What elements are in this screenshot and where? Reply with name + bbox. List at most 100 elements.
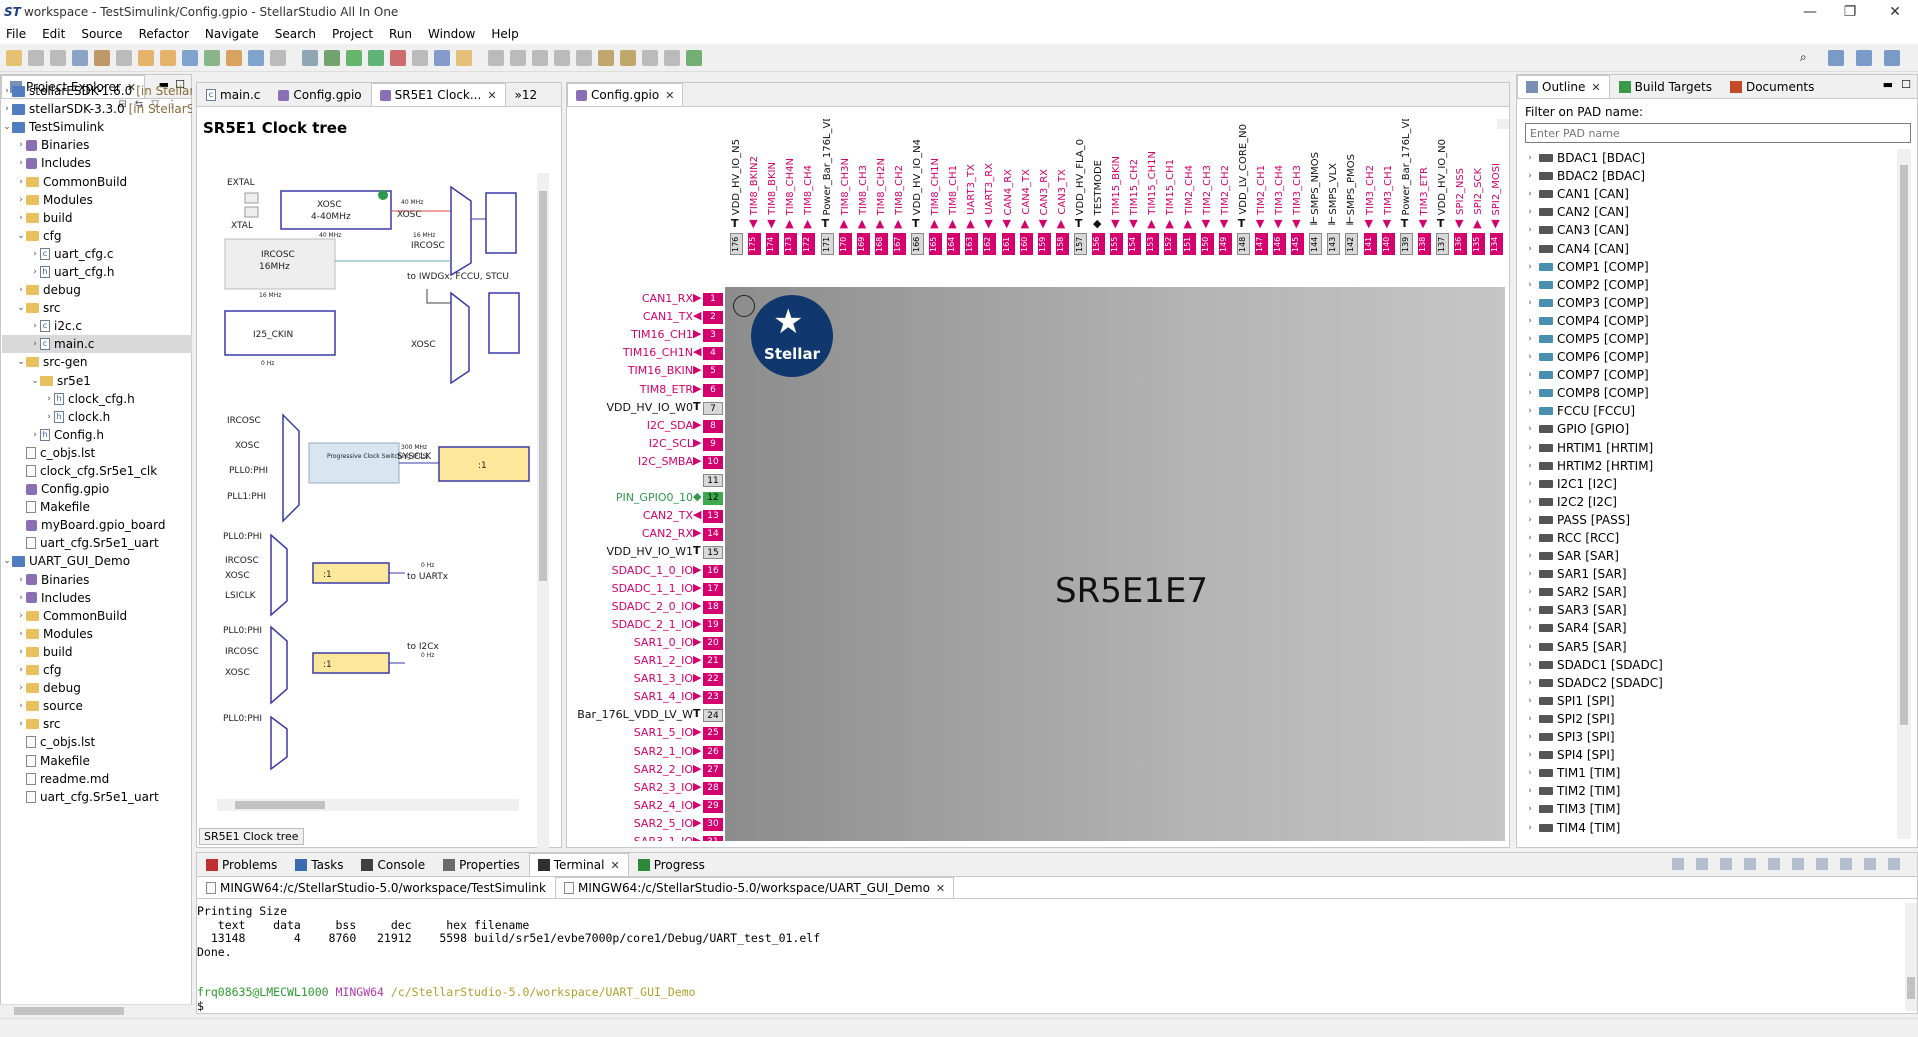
tree-item[interactable]: ›source	[2, 697, 192, 715]
pin-number[interactable]: 154	[1128, 233, 1142, 255]
pin-number[interactable]: 176	[730, 233, 743, 255]
filter-icon[interactable]: ▽	[151, 99, 159, 110]
pin-label[interactable]: I2C_SDA	[646, 418, 693, 432]
minimize-view-icon[interactable]: ▬	[158, 78, 169, 91]
pin-label[interactable]: SMPS_PMOS	[1346, 153, 1358, 215]
collapsed-icon[interactable]: ›	[19, 285, 23, 296]
pin-label[interactable]: TIM8_BKIN2	[749, 155, 761, 215]
toolbar-button-23-icon[interactable]	[532, 49, 548, 66]
pin-number[interactable]: 9	[703, 437, 723, 451]
expanded-icon[interactable]: ⌄	[3, 556, 11, 567]
bottom-tab-problems[interactable]: Problems	[197, 853, 286, 876]
collapsed-icon[interactable]: ›	[1528, 261, 1532, 272]
pin-number[interactable]: 139	[1399, 233, 1413, 255]
close-icon[interactable]: ✕	[935, 881, 946, 895]
tree-item[interactable]: ›stellarSDK-3.3.0[in StellarSDK...]	[2, 100, 192, 118]
pin-number[interactable]: 24	[703, 709, 723, 723]
expanded-icon[interactable]: ⌄	[17, 357, 25, 368]
pin-number[interactable]: 156	[1092, 233, 1105, 255]
pin-number[interactable]: 146	[1273, 233, 1286, 255]
pin-number[interactable]: 30	[703, 817, 723, 831]
pin-number[interactable]: 169	[856, 233, 870, 255]
pin-label[interactable]: TIM8_CH2	[893, 165, 905, 215]
collapsed-icon[interactable]: ›	[33, 429, 37, 440]
pad-list-item[interactable]: ›CAN4 [CAN]	[1525, 239, 1905, 257]
toolbar-button-10-icon[interactable]	[226, 49, 242, 66]
collapsed-icon[interactable]: ›	[19, 158, 23, 169]
pin-number[interactable]: 175	[748, 233, 762, 255]
collapsed-icon[interactable]: ›	[1528, 623, 1532, 634]
gpio-scroll-up[interactable]	[1497, 119, 1509, 129]
pad-list-item[interactable]: ›BDAC2 [BDAC]	[1525, 167, 1905, 185]
collapsed-icon[interactable]: ›	[1528, 171, 1532, 182]
pad-list-item[interactable]: ›SAR2 [SAR]	[1525, 583, 1905, 601]
pad-list-item[interactable]: ›COMP7 [COMP]	[1525, 366, 1905, 384]
collapsed-icon[interactable]: ›	[1528, 153, 1532, 164]
pad-list-item[interactable]: ›CAN2 [CAN]	[1525, 203, 1905, 221]
pad-list-item[interactable]: ›SDADC1 [SDADC]	[1525, 656, 1905, 674]
pin-number[interactable]: 158	[1055, 233, 1069, 255]
toolbar-button-30-icon[interactable]	[686, 49, 702, 66]
toolbar-button-4-icon[interactable]	[94, 49, 110, 66]
terminal-output[interactable]: Printing Size text data bss dec hex file…	[197, 903, 1897, 1012]
pin-label[interactable]: TIM3_CH4	[1274, 165, 1285, 215]
pad-list-item[interactable]: ›SAR5 [SAR]	[1525, 638, 1905, 656]
collapsed-icon[interactable]: ›	[1528, 279, 1532, 290]
pin-label[interactable]: I2C_SCL	[648, 436, 693, 450]
collapsed-icon[interactable]: ›	[1528, 659, 1532, 670]
pad-list-item[interactable]: ›I2C1 [I2C]	[1525, 475, 1905, 493]
terminal-tab-0[interactable]: MINGW64:/c/StellarStudio-5.0/workspace/T…	[197, 877, 555, 898]
pad-list-item[interactable]: ›I2C2 [I2C]	[1525, 493, 1905, 511]
pin-number[interactable]: 147	[1254, 233, 1268, 255]
toolbar-button-3-icon[interactable]	[72, 49, 88, 66]
expanded-icon[interactable]: ⌄	[31, 375, 39, 386]
collapsed-icon[interactable]: ›	[19, 646, 23, 657]
close-icon[interactable]: ✕	[487, 88, 497, 102]
toolbar-button-14-icon[interactable]	[324, 49, 340, 66]
expanded-icon[interactable]: ⌄	[17, 303, 25, 314]
pin-number[interactable]: 143	[1327, 233, 1341, 255]
toolbar-button-24-icon[interactable]	[554, 49, 570, 66]
editor-tab-2[interactable]: SR5E1 Clock...✕	[370, 83, 506, 106]
maximize-view-icon[interactable]: ☐	[1901, 78, 1911, 91]
expanded-icon[interactable]: ⌄	[17, 230, 25, 241]
terminal-tab-1[interactable]: MINGW64:/c/StellarStudio-5.0/workspace/U…	[554, 877, 955, 898]
tree-item[interactable]: ›src	[2, 715, 192, 733]
toolbar-button-25-icon[interactable]	[576, 49, 592, 66]
pad-list-item[interactable]: ›SAR4 [SAR]	[1525, 619, 1905, 637]
collapsed-icon[interactable]: ›	[1528, 695, 1532, 706]
bottom-tab-properties[interactable]: Properties	[434, 853, 529, 876]
terminal-action-1-icon[interactable]	[1672, 858, 1684, 870]
pin-number[interactable]: 11	[703, 474, 723, 487]
collapsed-icon[interactable]: ›	[1528, 822, 1532, 833]
tree-item[interactable]: readme.md	[2, 770, 192, 788]
pin-label[interactable]: SMPS_VLX	[1328, 163, 1340, 215]
pin-number[interactable]: 155	[1110, 233, 1124, 255]
outline-tab-1[interactable]: Build Targets	[1610, 75, 1721, 98]
toolbar-button-12-icon[interactable]	[270, 49, 286, 66]
perspective-debug-icon[interactable]	[1884, 49, 1900, 66]
toolbar-button-27-icon[interactable]	[620, 49, 636, 66]
pin-label[interactable]: TESTMODE	[1093, 159, 1104, 215]
pin-number[interactable]: 142	[1345, 233, 1359, 255]
pin-label[interactable]: TIM3_ETR	[1418, 166, 1430, 215]
pin-number[interactable]: 138	[1417, 233, 1431, 255]
pin-label[interactable]: TIM16_CH1N	[622, 346, 693, 360]
pin-number[interactable]: 26	[703, 745, 723, 759]
menu-navigate[interactable]: Navigate	[204, 27, 259, 41]
tree-item[interactable]: ›Includes	[2, 154, 192, 172]
pin-label[interactable]: SAR2_4_IO	[633, 798, 693, 812]
expanded-icon[interactable]: ⌄	[3, 122, 11, 133]
collapsed-icon[interactable]: ›	[19, 194, 23, 205]
pin-label[interactable]: TIM15_CH2	[1129, 158, 1141, 215]
pin-label[interactable]: VDD_HV_IO_W1	[606, 545, 693, 559]
pin-label[interactable]: TIM16_BKIN	[627, 364, 693, 378]
close-icon[interactable]: ✕	[610, 858, 620, 872]
pin-label[interactable]: SDADC_2_0_IO	[611, 599, 693, 613]
collapsed-icon[interactable]: ›	[5, 86, 9, 97]
menu-help[interactable]: Help	[491, 27, 519, 41]
pin-label[interactable]: CAN1_RX	[641, 292, 693, 305]
